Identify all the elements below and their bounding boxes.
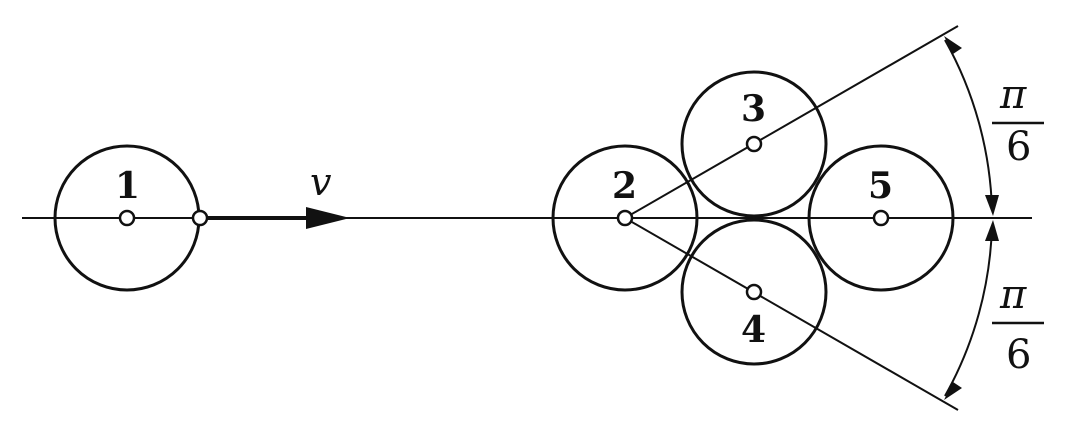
ball-2-label: 2 <box>612 165 637 207</box>
ball-1-label: 1 <box>115 165 140 207</box>
velocity-arrowhead <box>306 207 350 229</box>
ball-4-circle <box>680 218 828 366</box>
angle-top-numerator: π <box>999 72 1027 118</box>
upper-angle-line <box>624 25 959 219</box>
lower-arc-arrowhead-bottom <box>944 382 962 400</box>
ball-4-label: 4 <box>741 309 766 351</box>
angle-top-denominator: 6 <box>1006 124 1031 170</box>
lower-arc-arrowhead-top <box>985 220 999 241</box>
lower-angle-line <box>624 217 959 411</box>
ball-3-label: 3 <box>741 88 766 130</box>
ball-2-center <box>616 209 634 227</box>
ball-1-contact-point <box>191 209 209 227</box>
angle-bottom-numerator: π <box>999 272 1027 318</box>
lower-angle-arc <box>944 225 993 397</box>
upper-angle-arc <box>944 39 993 211</box>
upper-arc-arrowhead-top <box>944 36 962 54</box>
ball-5-center <box>872 209 890 227</box>
angle-bottom-denominator: 6 <box>1006 332 1031 378</box>
ball-5-label: 5 <box>868 165 893 207</box>
velocity-label: v <box>310 160 332 204</box>
ball-3-circle <box>680 70 828 218</box>
ball-1-center <box>118 209 136 227</box>
ball-5-circle <box>807 144 955 292</box>
ball-4-center <box>745 283 763 301</box>
ball-3-center <box>745 135 763 153</box>
ball-2-circle <box>551 144 699 292</box>
upper-arc-arrowhead-bottom <box>985 195 999 216</box>
